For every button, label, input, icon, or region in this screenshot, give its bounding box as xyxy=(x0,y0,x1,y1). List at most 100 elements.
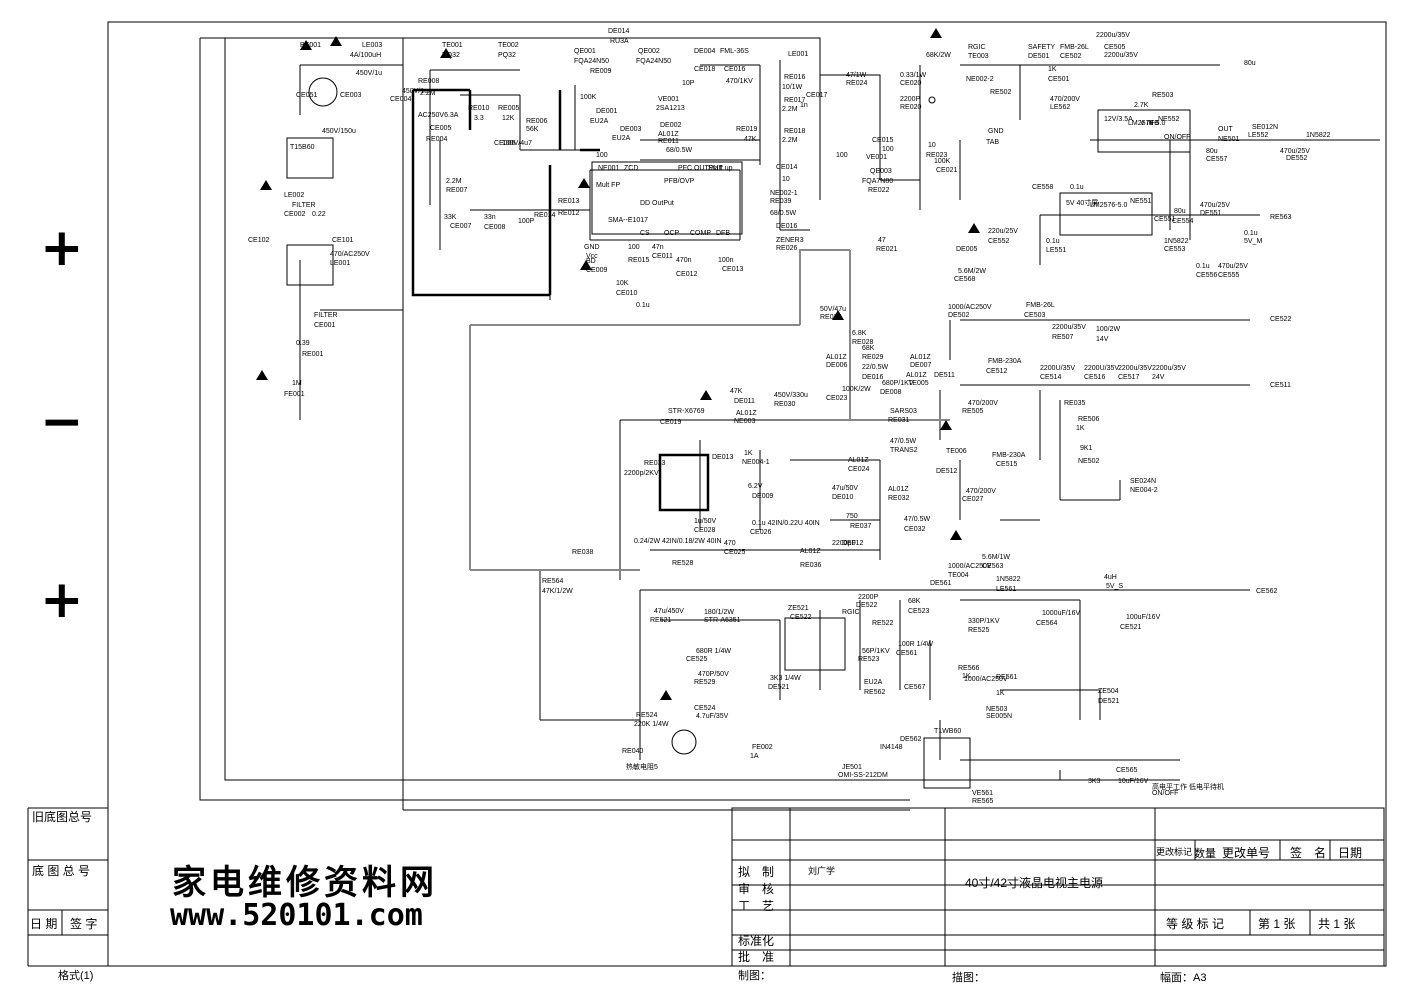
component-label: 47u/450V xyxy=(654,608,684,615)
header-quantity: 数量 xyxy=(1194,848,1216,860)
str-x6769-ic-bold xyxy=(658,453,710,512)
component-label: 2200u/35V xyxy=(1118,365,1152,372)
component-label: RE529 xyxy=(694,679,716,686)
component-label: RE030 xyxy=(774,401,796,408)
component-label: 6.2V xyxy=(748,483,763,490)
component-label: 2200P xyxy=(858,594,879,601)
component-label: DE552 xyxy=(1286,155,1308,162)
component-label: 450V/330u xyxy=(774,392,808,399)
gray-feedback-loop xyxy=(469,249,950,571)
component-label: AL01Z xyxy=(910,354,931,361)
component-label: 56P/1KV xyxy=(862,648,890,655)
component-label: BD xyxy=(586,258,596,265)
component-label: NE002-2 xyxy=(966,76,994,83)
component-label: CE015 xyxy=(872,137,894,144)
component-label: CE007 xyxy=(450,223,472,230)
left-block-lines xyxy=(27,807,1384,967)
component-label: 56K xyxy=(526,126,539,133)
component-label: SE005N xyxy=(986,713,1013,720)
row-reviewed: 审 核 xyxy=(738,882,775,896)
component-label: NE551 xyxy=(1130,198,1152,205)
component-label: 9K1 xyxy=(1080,445,1093,452)
component-label: 5.6M/1W xyxy=(982,554,1011,561)
component-label: CE101 xyxy=(332,237,354,244)
component-label: 2200pF xyxy=(832,540,856,547)
component-label: CE028 xyxy=(694,527,716,534)
component-label: QE001 xyxy=(574,48,596,55)
component-label: 2200P xyxy=(900,96,921,103)
component-label: DE512 xyxy=(936,468,958,475)
component-label: CE553 xyxy=(1164,246,1186,253)
component-label: 3.3 xyxy=(474,115,484,122)
component-label: 450V/1u xyxy=(356,70,383,77)
component-label: JE501 xyxy=(842,764,862,771)
component-label: TE003 xyxy=(968,53,989,60)
component-label: TRANS2 xyxy=(890,447,918,454)
component-label: GND xyxy=(584,244,600,251)
component-label: 1000/AC250V xyxy=(948,304,992,311)
component-label: RE039 xyxy=(770,198,792,205)
component-label: 80u xyxy=(1244,60,1256,67)
component-label: RGIC xyxy=(968,44,986,51)
component-label: CE020 xyxy=(900,80,922,87)
component-label: CE562 xyxy=(1256,588,1278,595)
component-label: RE011 xyxy=(658,138,679,145)
component-label: RE020 xyxy=(900,104,922,111)
component-label: T15B60 xyxy=(290,144,315,151)
component-label: DE521 xyxy=(768,684,790,691)
component-label: LM2576-5.0 xyxy=(1090,202,1128,209)
bold-hot-ground-path xyxy=(411,88,600,297)
ic-lm2576-top xyxy=(1097,109,1191,153)
component-label: DE002 xyxy=(660,122,682,129)
component-label: LE552 xyxy=(1248,132,1269,139)
component-label: 2200u/35V xyxy=(1052,324,1086,331)
component-label: RE505 xyxy=(962,408,984,415)
component-label: 2.2M xyxy=(782,106,798,113)
component-label: TE005 xyxy=(908,380,929,387)
component-label: CE561 xyxy=(896,650,918,657)
component-label: IN4148 xyxy=(880,744,903,751)
component-label: 2200u/35V xyxy=(1104,52,1138,59)
component-label: RE566 xyxy=(958,665,980,672)
component-label: RE029 xyxy=(862,354,884,361)
component-label: AL01Z xyxy=(826,354,847,361)
component-label: CE568 xyxy=(954,276,976,283)
header-signature: 签 名 xyxy=(1290,846,1327,860)
component-label: 100 xyxy=(882,146,894,153)
component-label: 10uF/16V xyxy=(1118,778,1149,785)
component-label: DE011 xyxy=(734,398,755,405)
component-label: 470/1KV xyxy=(726,78,753,85)
margin-minus-symbol: − xyxy=(40,392,84,452)
component-label: DE561 xyxy=(930,580,952,587)
component-label: QE002 xyxy=(638,48,660,55)
component-label: ZENER3 xyxy=(776,237,804,244)
component-label: FILTER xyxy=(314,312,338,319)
component-label: SE012N xyxy=(1252,124,1279,131)
component-label: 0.1u 42IN/0.22U 40IN xyxy=(752,520,820,527)
component-label: NE003 xyxy=(734,418,756,425)
component-label: AC250V6.3A xyxy=(418,112,459,119)
component-label: TE002 xyxy=(498,42,519,49)
component-label: 330P/1KV xyxy=(968,618,1000,625)
label-traced-by: 描图： xyxy=(952,972,985,984)
component-label: 24V xyxy=(1152,374,1165,381)
title-block-lines xyxy=(732,808,1384,966)
label-signature: 签 字 xyxy=(70,917,98,931)
component-label: T1WB60 xyxy=(934,728,962,735)
component-label: RE503 xyxy=(1152,92,1174,99)
header-change-no: 更改单号 xyxy=(1222,846,1271,860)
component-label: 68K/2W xyxy=(926,52,951,59)
component-label: 2.2M xyxy=(782,137,798,144)
component-label: 220K 1/4W xyxy=(634,721,669,728)
component-label: CE557 xyxy=(1206,156,1228,163)
watermark-url: www.520101.com xyxy=(170,898,423,933)
component-label: RE012 xyxy=(558,210,580,217)
header-date: 日期 xyxy=(1338,846,1363,860)
component-label: AL01Z xyxy=(736,410,757,417)
component-label: 1000/AC250V xyxy=(948,563,992,570)
component-label: FMB-230A xyxy=(988,358,1022,365)
component-label: RE028 xyxy=(852,339,874,346)
component-label: DE016 xyxy=(862,374,884,381)
row-standardized: 标准化 xyxy=(738,934,775,948)
